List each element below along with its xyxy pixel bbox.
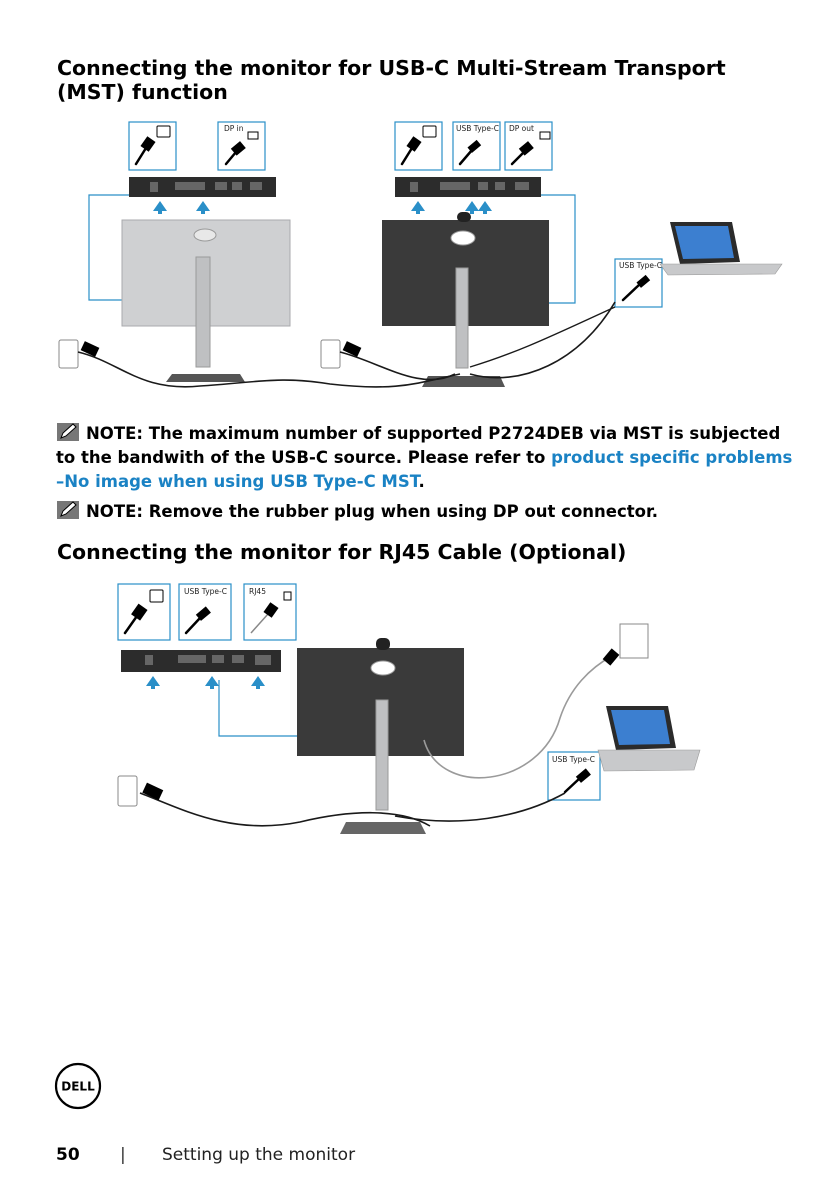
dell-logo: DELL [54,1062,102,1110]
callout-usbc-laptop [547,751,601,801]
laptop [659,222,783,276]
footer-section-title: Setting up the monitor [162,1145,356,1165]
callout-power [117,583,171,641]
callout-power-left [128,121,177,171]
page-number: 50 [56,1145,80,1165]
label-dp-out: DP out [509,124,534,133]
svg-text:DELL: DELL [61,1080,95,1094]
section-title-rj45: Connecting the monitor for RJ45 Cable (O… [57,540,627,564]
link-product-specific-problems[interactable]: product specific problems –No image when… [56,448,793,491]
label-usbc: USB Type-C [184,587,227,596]
note-pencil-icon [57,423,79,441]
callout-dp-in [217,121,266,171]
mst-connection-diagram: DP in USB Type-C DP out USB Type-C [58,121,783,388]
note-rubber-plug: NOTE: Remove the rubber plug when using … [56,500,796,524]
callout-usbc [178,583,232,641]
laptop [597,706,701,772]
section-title-mst: Connecting the monitor for USB-C Multi-S… [57,56,726,104]
note-pencil-icon [57,501,79,519]
callout-rj45 [243,583,297,641]
label-usbc-right: USB Type-C [456,124,499,133]
footer-separator: | [120,1145,126,1165]
callout-usbc-laptop [614,258,663,308]
callout-power-right [394,121,443,171]
label-usbc-laptop: USB Type-C [552,755,595,764]
label-dp-in: DP in [224,124,244,133]
label-usbc-laptop: USB Type-C [619,261,662,270]
callout-usbc-right [452,121,501,171]
note-mst-limit: NOTE: The maximum number of supported P2… [56,423,793,491]
rj45-connection-diagram: USB Type-C RJ45 USB Type-C [117,583,701,834]
callout-dp-out [504,121,553,171]
label-rj45: RJ45 [249,587,266,596]
